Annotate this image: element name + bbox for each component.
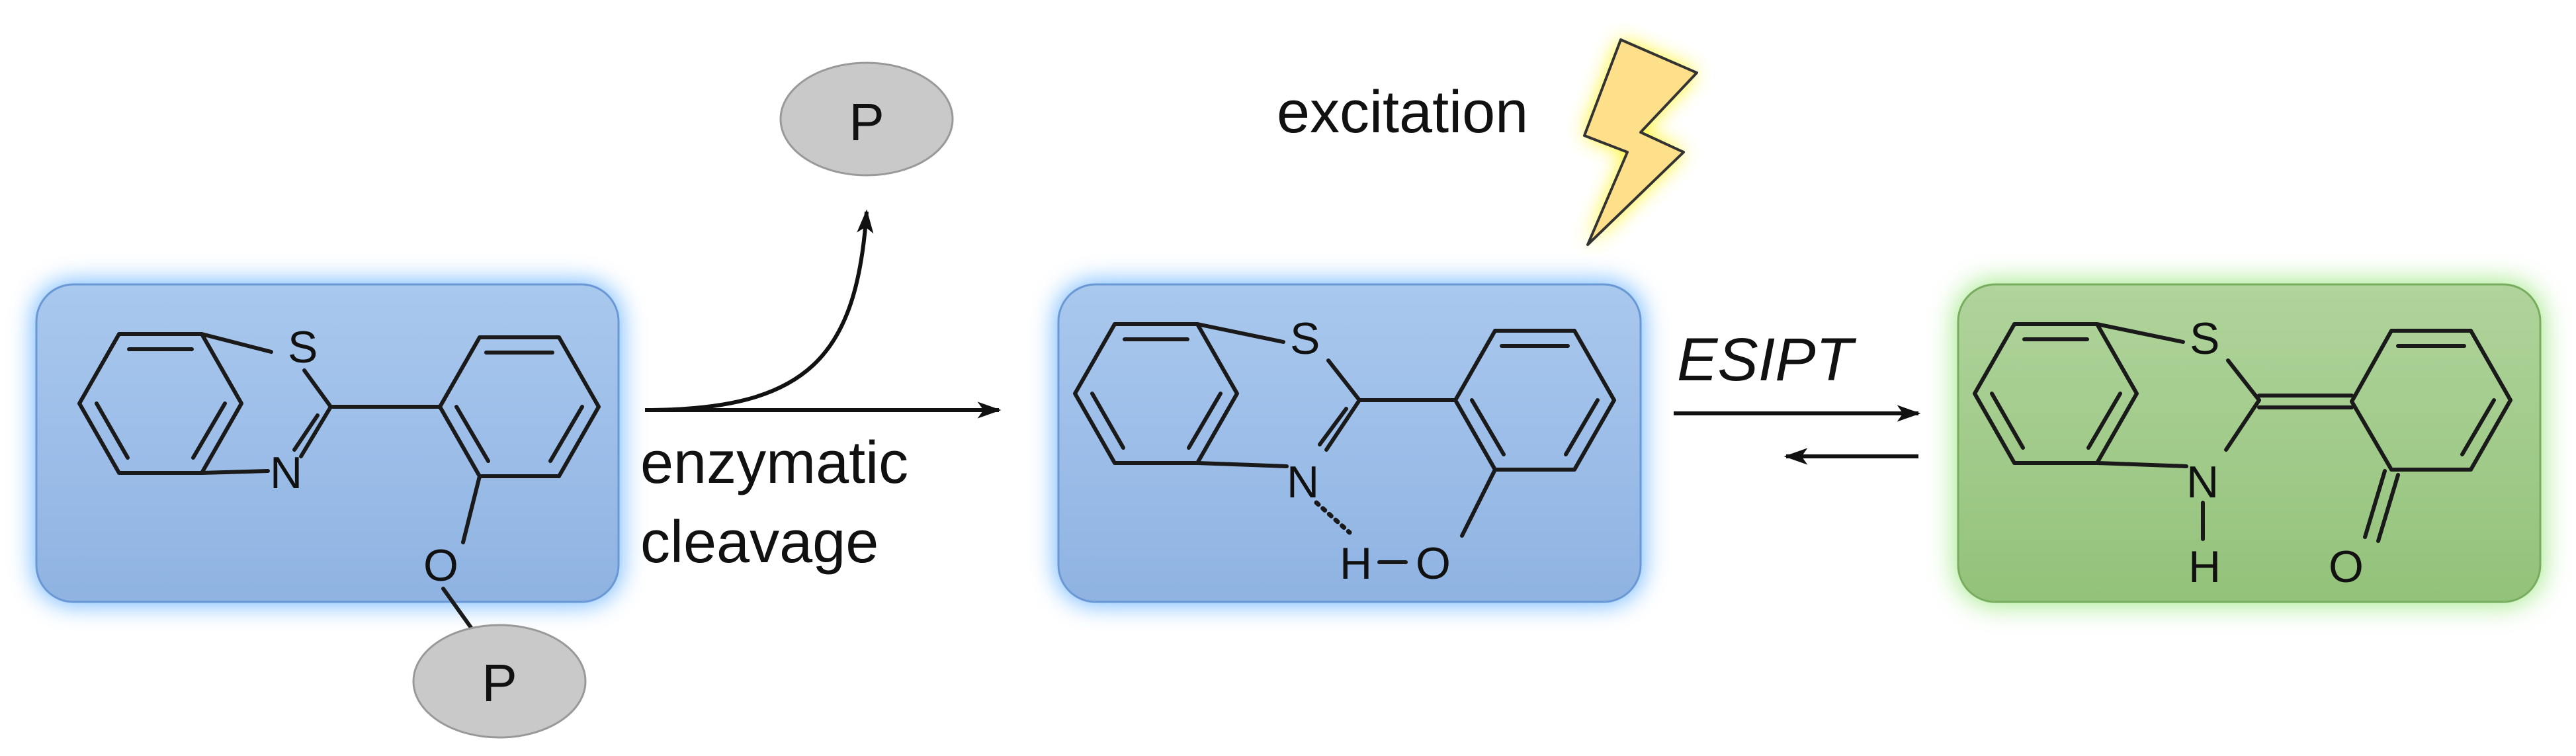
enol-hydrogen: H xyxy=(1340,538,1372,589)
substrate-molecule: S N O xyxy=(77,322,601,637)
excitation-label: excitation xyxy=(1277,79,1528,146)
enol-nitrogen: N xyxy=(1287,457,1319,507)
phosphate-top: P xyxy=(779,62,954,177)
cleavage-label: cleavage xyxy=(640,509,879,575)
enol-molecule: S N H O xyxy=(1073,314,1616,589)
substrate-sulfur: S xyxy=(288,322,318,372)
enzymatic-label: enzymatic xyxy=(640,430,908,496)
keto-panel: S N H O xyxy=(1955,281,2544,605)
phosphate-bottom-label: P xyxy=(482,653,517,712)
esipt-label: ESIPT xyxy=(1677,326,1857,394)
cleavage-arrows xyxy=(644,209,1002,419)
phosphate-top-label: P xyxy=(849,93,884,151)
hydrogen-bond xyxy=(1314,500,1352,535)
keto-quinoid-ring xyxy=(2350,329,2512,472)
enol-box xyxy=(1057,283,1642,603)
keto-sulfur: S xyxy=(2190,314,2219,364)
keto-oxygen: O xyxy=(2329,542,2364,592)
enol-oxygen: O xyxy=(1416,538,1451,589)
phosphate-top-ellipse xyxy=(779,62,954,177)
enol-sulfur: S xyxy=(1290,314,1320,364)
substrate-oxygen: O xyxy=(423,540,458,591)
keto-box xyxy=(1957,283,2542,603)
phosphate-bottom-ellipse xyxy=(412,624,587,739)
enol-panel: S N H O xyxy=(1055,281,1644,605)
substrate-nitrogen: N xyxy=(270,448,302,498)
release-arrow xyxy=(644,209,874,412)
keto-molecule: S N H O xyxy=(1973,314,2512,592)
lightning-bolt-icon xyxy=(1583,38,1698,246)
phosphate-bottom: P xyxy=(412,624,587,739)
keto-nitrogen: N xyxy=(2186,457,2219,507)
substrate-panel: S N O xyxy=(33,281,622,637)
keto-hydrogen: H xyxy=(2188,542,2221,592)
substrate-box xyxy=(35,283,620,603)
